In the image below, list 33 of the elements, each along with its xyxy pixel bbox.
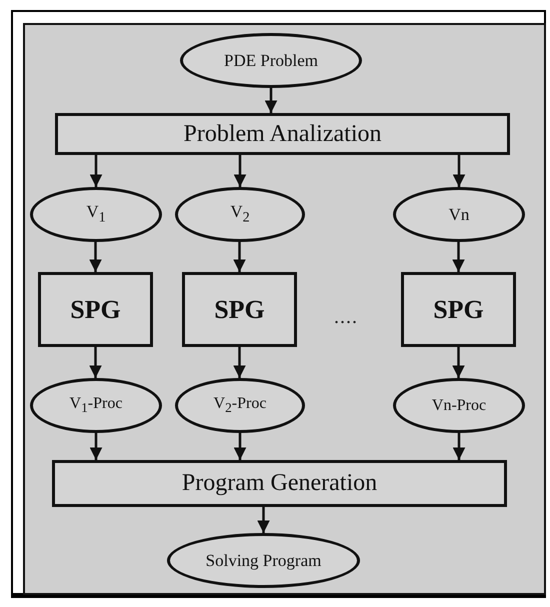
node-label: V$_{1}$-Proc xyxy=(70,394,122,416)
arrow xyxy=(264,88,278,113)
node-label: Problem Analization xyxy=(184,120,382,148)
process-box xyxy=(182,272,297,347)
node-label: V$_{2}$ xyxy=(230,202,250,227)
arrow xyxy=(452,347,465,378)
arrow xyxy=(89,242,102,272)
node-label: V$_{2}$-Proc xyxy=(214,394,266,416)
arrow xyxy=(233,242,246,272)
arrow xyxy=(233,347,246,378)
process-box xyxy=(401,272,516,347)
arrow xyxy=(90,433,102,460)
arrow xyxy=(90,155,102,187)
arrow xyxy=(234,155,246,187)
arrow xyxy=(257,507,270,533)
node-label: Vn xyxy=(448,204,470,224)
process-box xyxy=(38,272,153,347)
arrow xyxy=(89,347,102,378)
process-box xyxy=(55,113,510,155)
arrow xyxy=(452,155,466,187)
node-label: SPG xyxy=(433,294,484,324)
node-label: SPG xyxy=(70,294,121,324)
ellipsis-text: .... xyxy=(334,306,358,329)
arrow xyxy=(452,242,465,272)
node-label: Solving Program xyxy=(206,550,322,570)
node-label: Program Generation xyxy=(182,470,378,497)
process-box xyxy=(52,460,507,507)
node-label: PDE Problem xyxy=(224,50,318,70)
arrow xyxy=(452,433,466,460)
node-label: SPG xyxy=(214,294,265,324)
node-label: Vn-Proc xyxy=(432,396,486,414)
node-label: V$_{1}$ xyxy=(86,202,106,227)
arrow xyxy=(234,433,246,460)
